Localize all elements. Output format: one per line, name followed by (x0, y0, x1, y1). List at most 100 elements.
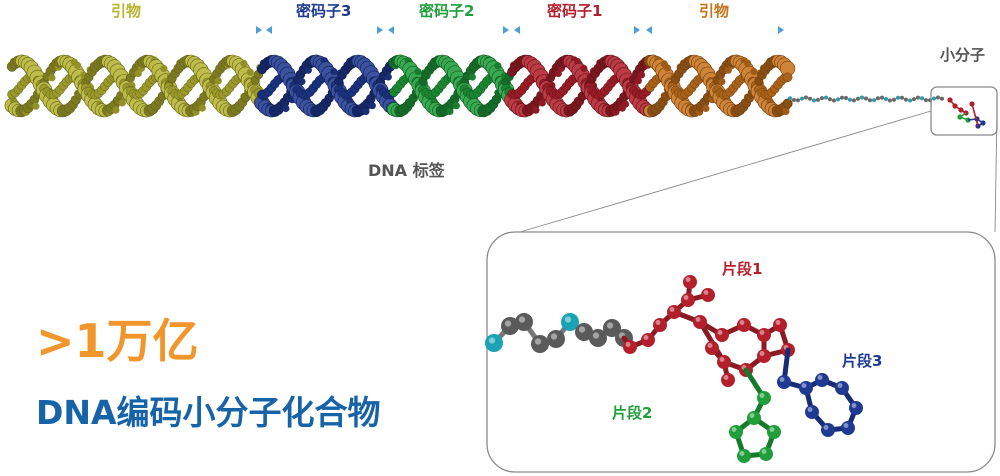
fragment-1-atom (701, 288, 715, 302)
dna-segment-2 (254, 54, 404, 118)
atom (892, 97, 896, 102)
fragment-3-atom (835, 381, 849, 395)
atom (936, 95, 940, 100)
fragment-1-atom (773, 318, 787, 332)
atom (788, 96, 792, 101)
atom-ball (757, 328, 771, 342)
atom (32, 102, 40, 110)
fragment-2-atom (757, 391, 771, 405)
atom-highlight (717, 330, 723, 335)
fragment-1-atom (623, 340, 637, 354)
atom (782, 98, 793, 109)
atom (718, 78, 726, 86)
fragment-1-atom (721, 373, 735, 387)
linker-atom (575, 323, 593, 341)
atom-highlight (759, 351, 765, 356)
fragment-1-atom (717, 355, 731, 369)
fragment-3-atom (805, 405, 819, 419)
dna-segment-4 (504, 54, 660, 118)
atom-highlight (759, 330, 765, 335)
linker-atom (561, 313, 579, 331)
atom-ball (693, 315, 707, 329)
fragment-1-atom (715, 328, 729, 342)
atom (452, 102, 460, 110)
atom-ball (767, 425, 781, 439)
linker-atom (547, 330, 565, 348)
atom-ball (623, 340, 637, 354)
atom-highlight (504, 320, 512, 327)
atom-ball (759, 447, 773, 461)
fragment-1-atom (757, 349, 771, 363)
atom-highlight (775, 320, 781, 325)
atom-highlight (769, 427, 775, 432)
fragment-3-atom (821, 423, 835, 437)
compound-count: >1万亿 (36, 314, 199, 368)
atom-highlight (488, 337, 496, 344)
atom (743, 59, 752, 67)
zoom-line-left (519, 110, 932, 233)
atom-highlight (807, 407, 813, 412)
segment-label-codon-2: 密码子2 (419, 2, 475, 20)
atom-highlight (683, 295, 689, 300)
dna-tag-label: DNA 标签 (368, 161, 445, 180)
atom-highlight (655, 320, 661, 325)
atom (621, 100, 630, 108)
atom-highlight (669, 307, 675, 312)
fragment-3-atom (841, 421, 855, 435)
zoom-panel-frame (486, 231, 996, 473)
linker-atom (589, 329, 607, 347)
atom (848, 97, 852, 102)
atom-ball (773, 318, 787, 332)
atom-highlight (707, 343, 713, 348)
atom-highlight (843, 423, 849, 428)
fragment-1-atom (641, 333, 655, 347)
atom-ball (747, 411, 761, 425)
segment-label-codon-1: 密码子1 (547, 2, 603, 20)
atom-highlight (723, 375, 729, 380)
atom-highlight (837, 383, 843, 388)
linker-atom (515, 313, 533, 331)
atom-highlight (550, 333, 558, 340)
dna-segment-1 (4, 54, 275, 118)
atom-ball (729, 425, 743, 439)
linker-atom (603, 319, 621, 337)
marker-left-icon (388, 26, 394, 34)
atom (298, 78, 306, 86)
atom (969, 101, 975, 107)
segment-label-codon-3: 密码子3 (296, 2, 352, 20)
atom (580, 64, 588, 73)
linker-chain (788, 95, 986, 129)
fragment-3-atom (799, 381, 813, 395)
atom (160, 64, 168, 73)
fragment-label-3: 片段3 (842, 352, 883, 370)
dna-segment-3 (386, 54, 524, 118)
atom (118, 99, 126, 107)
atom-highlight (731, 427, 737, 432)
atom (214, 77, 222, 85)
marker-right-icon (778, 26, 784, 34)
atom-highlight (564, 316, 572, 323)
atom-highlight (739, 451, 745, 456)
atom (304, 66, 312, 74)
fragment-1-atom (757, 328, 771, 342)
marker-left-icon (266, 26, 272, 34)
atom-ball (485, 334, 503, 352)
atom (908, 98, 912, 103)
atom-ball (777, 375, 791, 389)
atom-ball (757, 349, 771, 363)
atom-ball (603, 319, 621, 337)
atom-highlight (779, 377, 785, 382)
atom-ball (799, 381, 813, 395)
marker-right-icon (256, 26, 262, 34)
fragment-2-atom (767, 425, 781, 439)
atom-highlight (703, 290, 709, 295)
atom-ball (561, 313, 579, 331)
atom-highlight (823, 425, 829, 430)
fragment-1-atom (653, 318, 667, 332)
dna-helix (4, 54, 796, 118)
atom-ball (681, 293, 695, 307)
atom-ball (815, 373, 829, 387)
atom (362, 107, 370, 116)
atom (384, 73, 392, 81)
